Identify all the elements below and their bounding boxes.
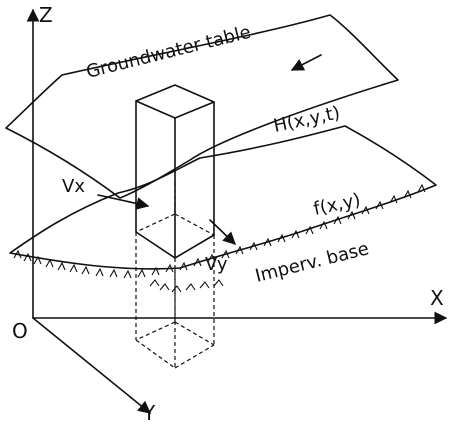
z-axis-label: Z — [39, 3, 53, 27]
vy-arrow — [209, 219, 236, 245]
groundwater-table-label: Groundwater table — [84, 22, 253, 83]
impervious-base-hatching — [13, 183, 426, 293]
head-function-label: H(x,y,t) — [272, 102, 342, 137]
flow-direction-arrow — [290, 54, 322, 71]
vx-arrow — [97, 194, 150, 210]
impervious-base-surface — [9, 125, 437, 270]
x-axis-label: X — [430, 286, 444, 310]
column-top-face — [135, 84, 215, 119]
vy-label: Vy — [205, 254, 228, 275]
y-axis-label: Y — [142, 401, 156, 425]
base-function-label: f(x,y) — [312, 189, 363, 219]
vx-label: Vx — [62, 176, 85, 197]
control-volume-column — [135, 84, 215, 369]
coordinate-axes — [26, 8, 448, 414]
origin-label: O — [12, 319, 28, 343]
groundwater-table-surface — [5, 14, 399, 199]
y-axis — [32, 317, 151, 414]
